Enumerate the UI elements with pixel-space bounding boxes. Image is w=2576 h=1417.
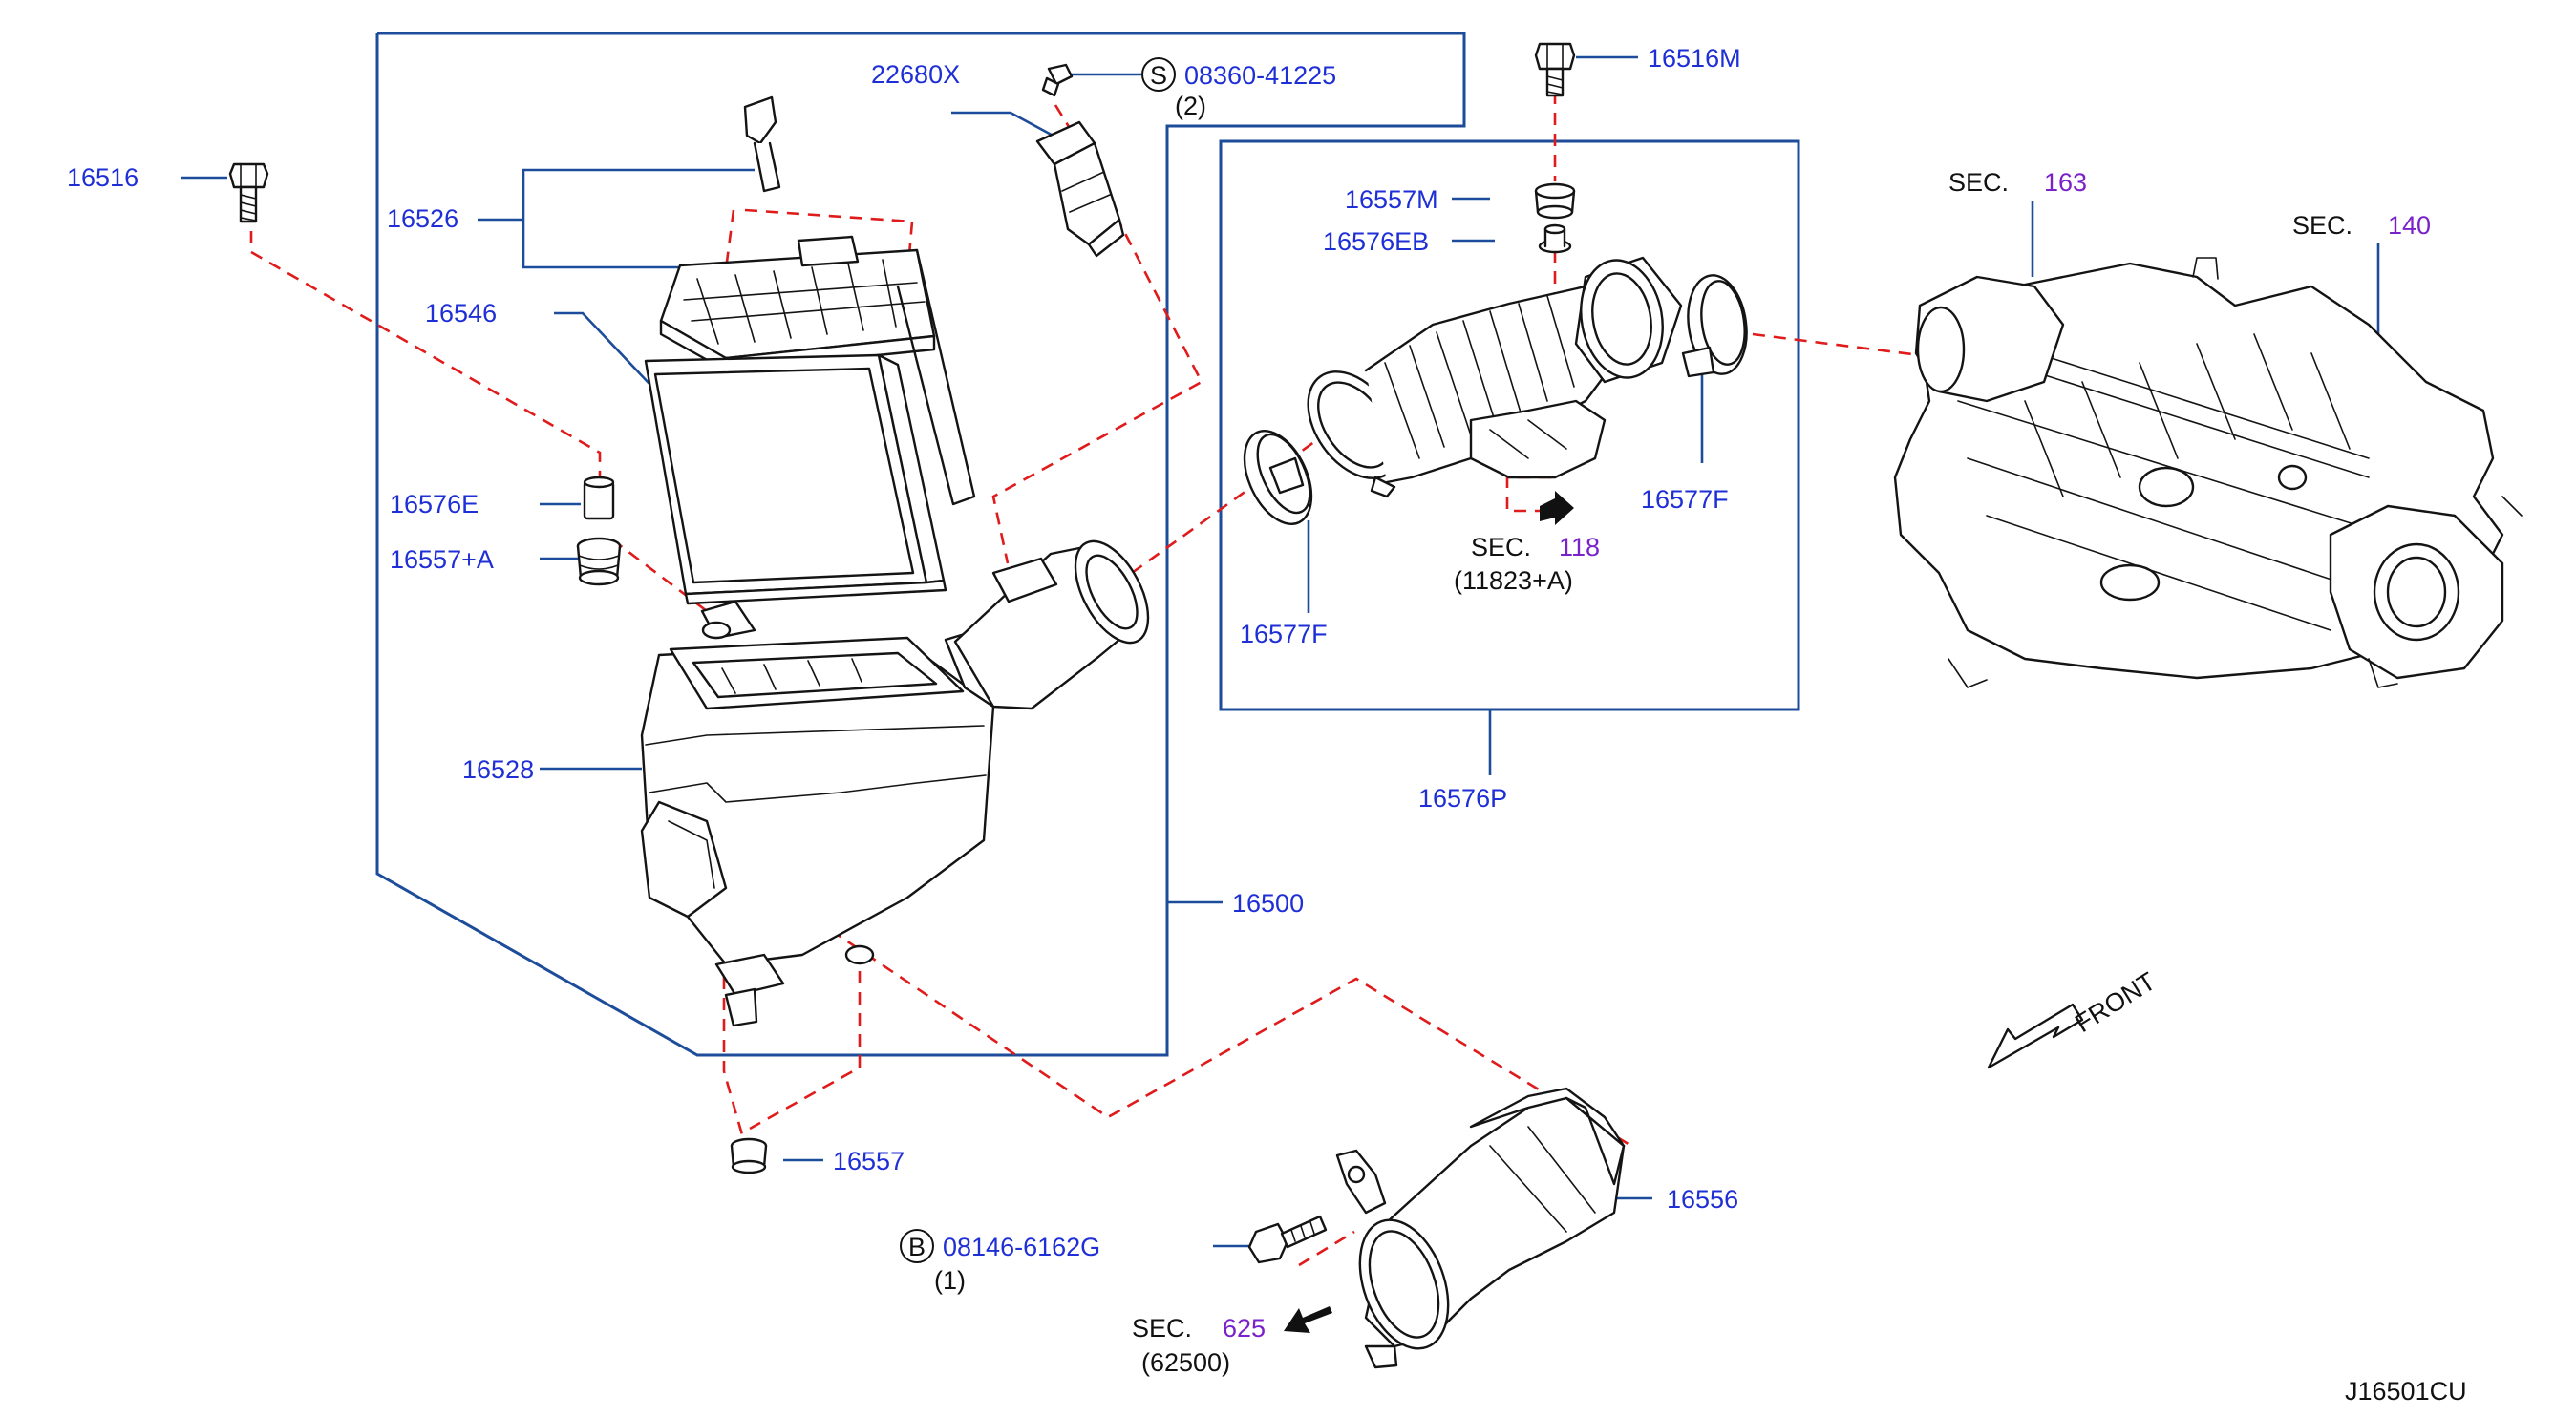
sec-118-prefix: SEC. bbox=[1471, 533, 1531, 561]
drawing-id: J16501CU bbox=[2345, 1377, 2467, 1406]
frame-16500 bbox=[375, 32, 1466, 1057]
bolt-16516M bbox=[1534, 42, 1576, 97]
label-16516M: 16516M bbox=[1648, 44, 1741, 73]
label-08360-qty: (2) bbox=[1175, 92, 1206, 120]
collar-16576EB bbox=[1538, 223, 1572, 254]
label-16577F-left: 16577F bbox=[1240, 620, 1328, 648]
label-16557A: 16557+A bbox=[390, 545, 494, 574]
arrow-sec-118 bbox=[1540, 491, 1574, 525]
label-16557M: 16557M bbox=[1345, 185, 1438, 214]
label-16546: 16546 bbox=[425, 299, 497, 328]
b-marker-letter: B bbox=[908, 1233, 926, 1261]
s-marker-circle bbox=[1141, 57, 1176, 92]
maf-sensor-22680X bbox=[1035, 120, 1125, 258]
label-08146-6162G: 08146-6162G bbox=[943, 1233, 1100, 1261]
front-label: FRONT bbox=[2070, 966, 2161, 1038]
sec-625-prefix: SEC. bbox=[1132, 1314, 1192, 1343]
label-16557: 16557 bbox=[833, 1147, 905, 1175]
arrow-sec-625 bbox=[1284, 1306, 1332, 1333]
sec-625-sub: (62500) bbox=[1141, 1348, 1230, 1377]
label-16500: 16500 bbox=[1232, 889, 1304, 918]
intake-manifold bbox=[1893, 257, 2523, 688]
grommet-16557A bbox=[576, 537, 622, 586]
label-16516: 16516 bbox=[67, 163, 138, 192]
clamp-16577F-right bbox=[1681, 274, 1748, 378]
bolt-08146 bbox=[1247, 1215, 1328, 1264]
b-marker-circle bbox=[900, 1229, 934, 1263]
label-08146-qty: (1) bbox=[934, 1266, 966, 1295]
label-22680X: 22680X bbox=[871, 60, 960, 89]
label-16576P: 16576P bbox=[1418, 784, 1507, 813]
body-outlet-duct bbox=[953, 539, 1150, 710]
label-16528: 16528 bbox=[462, 755, 534, 784]
label-16577F-right: 16577F bbox=[1641, 485, 1729, 514]
sec-140-number: 140 bbox=[2388, 211, 2431, 240]
resonator-duct-16556 bbox=[1335, 1087, 1626, 1369]
grommet-16557M bbox=[1534, 182, 1576, 220]
label-08360-41225: 08360-41225 bbox=[1184, 61, 1336, 90]
label-16556: 16556 bbox=[1667, 1185, 1738, 1214]
label-16526: 16526 bbox=[387, 204, 458, 233]
filter-element-16546 bbox=[644, 353, 947, 605]
label-16576EB: 16576EB bbox=[1323, 227, 1429, 256]
bolt-16516 bbox=[228, 162, 269, 223]
s-marker-letter: S bbox=[1150, 61, 1167, 90]
sec-118-sub: (11823+A) bbox=[1454, 566, 1573, 595]
label-16576E: 16576E bbox=[390, 490, 479, 518]
air-duct-16576P bbox=[1307, 256, 1683, 498]
sec-163-number: 163 bbox=[2044, 168, 2087, 197]
dashed-guides bbox=[249, 92, 1921, 1305]
grommet-16557 bbox=[730, 1137, 768, 1174]
sec-140-prefix: SEC. bbox=[2292, 211, 2352, 240]
collar-16576E bbox=[583, 476, 615, 520]
sec-163-prefix: SEC. bbox=[1948, 168, 2009, 197]
front-arrow-icon bbox=[1987, 1003, 2084, 1069]
leader-lines bbox=[181, 55, 2380, 1248]
frame-16576P bbox=[1219, 139, 1800, 711]
bolt-08360 bbox=[1041, 63, 1074, 97]
sec-118-number: 118 bbox=[1559, 533, 1600, 561]
sec-625-number: 625 bbox=[1223, 1314, 1266, 1343]
clamp-16577F-left bbox=[1243, 429, 1313, 526]
